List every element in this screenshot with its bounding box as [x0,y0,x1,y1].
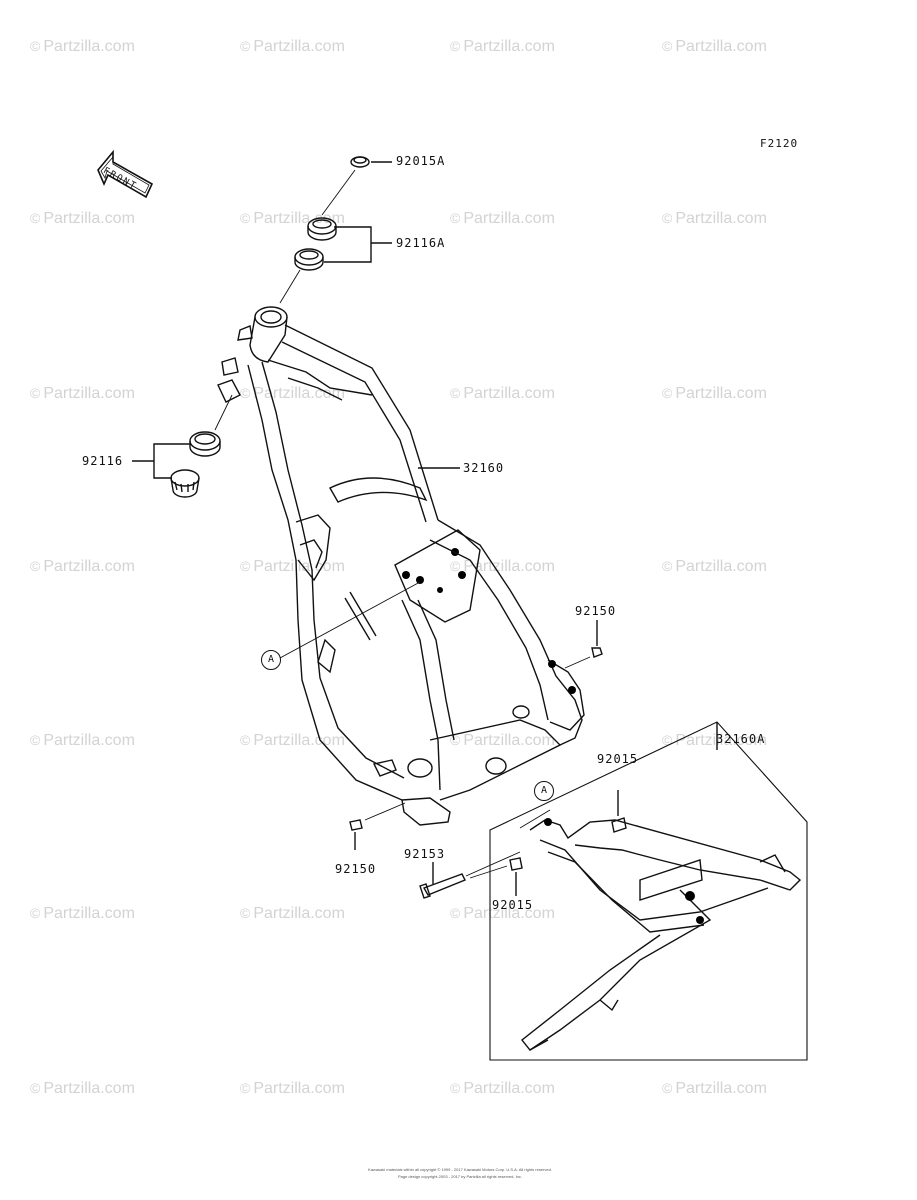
bolt-92015-top-icon [611,817,627,833]
part-label-32160[interactable]: 32160 [463,461,505,475]
watermark: ©Partzilla.com [240,558,345,575]
watermark: ©Partzilla.com [450,385,555,402]
part-label-92150-right[interactable]: 92150 [575,604,617,618]
watermark: ©Partzilla.com [662,210,767,227]
footer-copyright: Kawasaki materials within all copyright … [368,1167,552,1172]
watermark: ©Partzilla.com [662,1080,767,1097]
watermark: ©Partzilla.com [450,905,555,922]
watermark: ©Partzilla.com [30,905,135,922]
race-92116-icon [189,431,221,457]
watermark: ©Partzilla.com [450,210,555,227]
bolt-92150-left-icon [349,819,363,831]
watermark: ©Partzilla.com [240,1080,345,1097]
watermark: ©Partzilla.com [240,38,345,55]
part-label-92116[interactable]: 92116 [82,454,124,468]
watermark: ©Partzilla.com [30,38,135,55]
watermark: ©Partzilla.com [30,558,135,575]
watermark: ©Partzilla.com [240,905,345,922]
part-label-92015A[interactable]: 92015A [396,154,446,168]
bolt-92153-icon [419,873,466,899]
figure-code: F2120 [760,137,799,150]
part-label-92116A[interactable]: 92116A [396,236,446,250]
bolt-92015-bottom-icon [509,857,523,871]
bolt-92150-right-icon [591,647,603,658]
part-label-92015-top[interactable]: 92015 [597,752,639,766]
part-label-92015-bottom[interactable]: 92015 [492,898,534,912]
watermark: ©Partzilla.com [450,1080,555,1097]
part-label-92150-left[interactable]: 92150 [335,862,377,876]
front-arrow-icon [97,149,154,199]
watermark: ©Partzilla.com [662,732,767,749]
watermark: ©Partzilla.com [662,38,767,55]
part-label-32160A[interactable]: 32160A [716,732,766,746]
watermark: ©Partzilla.com [662,558,767,575]
footer-page-design: Page design copyright 2003 - 2017 by Par… [397,1174,523,1179]
bearing-92116-icon [170,469,200,498]
watermark: ©Partzilla.com [30,1080,135,1097]
subframe-32160A [521,818,802,1051]
watermark: ©Partzilla.com [30,385,135,402]
watermark: ©Partzilla.com [30,732,135,749]
race-92116A-lower-icon [294,248,324,271]
watermark: ©Partzilla.com [240,732,345,749]
watermark: ©Partzilla.com [450,558,555,575]
watermark: ©Partzilla.com [450,38,555,55]
nut-92015A-icon [350,156,370,168]
race-92116A-upper-icon [307,217,337,241]
watermark: ©Partzilla.com [450,732,555,749]
reference-marker-a: A [261,650,281,670]
watermark: ©Partzilla.com [662,385,767,402]
part-label-92153[interactable]: 92153 [404,847,446,861]
reference-marker-a: A [534,781,554,801]
main-frame-32160 [217,306,585,826]
watermark: ©Partzilla.com [30,210,135,227]
